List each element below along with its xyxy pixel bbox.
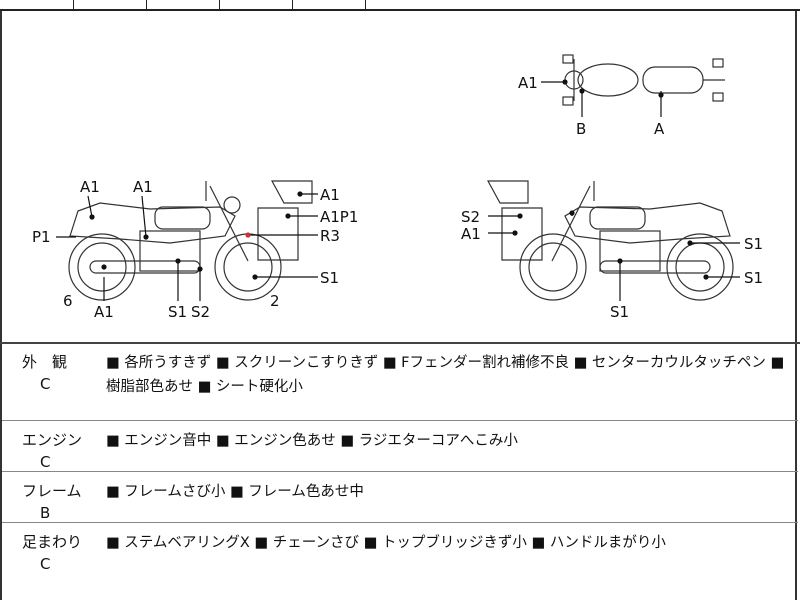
section-notes: ■ エンジン音中 ■ エンジン色あせ ■ ラジエターコアへこみ小 bbox=[106, 433, 518, 449]
damage-label: A1 bbox=[94, 303, 114, 321]
damage-diagram: A1 B A A1 A1 A1 A1P1 P1 R3 6 S1 2 A1 S1 … bbox=[0, 11, 800, 344]
header-cell bbox=[146, 0, 220, 9]
damage-label: B bbox=[576, 120, 586, 138]
header-table-strip bbox=[0, 0, 800, 11]
damage-label: A1 bbox=[461, 225, 481, 243]
damage-label: A bbox=[654, 120, 665, 138]
damage-label: S1 bbox=[744, 235, 763, 253]
right-view-leaders bbox=[488, 210, 740, 301]
top-view-leaders bbox=[541, 79, 664, 117]
section-category: フレーム bbox=[22, 482, 82, 500]
section-category: エンジン bbox=[22, 431, 83, 449]
damage-label: P1 bbox=[32, 228, 51, 246]
section-notes: ■ ステムベアリングX ■ チェーンさび ■ トップブリッジきず小 ■ ハンドル… bbox=[106, 535, 666, 551]
header-cell bbox=[292, 0, 366, 9]
damage-label: A1P1 bbox=[320, 208, 358, 226]
section-grade: C bbox=[40, 375, 51, 393]
damage-label: 6 bbox=[63, 292, 73, 310]
header-cell bbox=[73, 0, 147, 9]
section-category: 足まわり bbox=[22, 533, 83, 551]
section-exterior: 外 観 C ■ 各所うすきず ■ スクリーンこすりきず ■ Fフェンダー割れ補修… bbox=[2, 343, 798, 421]
section-notes: ■ フレームさび小 ■ フレーム色あせ中 bbox=[106, 484, 364, 500]
motorcycle-top-view bbox=[562, 54, 725, 106]
section-suspension: 足まわり C ■ ステムベアリングX ■ チェーンさび ■ トップブリッジきず小… bbox=[2, 523, 798, 600]
sheet-frame bbox=[0, 11, 797, 600]
section-notes: ■ 各所うすきず ■ スクリーンこすりきず ■ Fフェンダー割れ補修不良 ■ セ… bbox=[106, 355, 785, 395]
header-cell bbox=[219, 0, 293, 9]
motorcycle-right-view bbox=[486, 180, 734, 301]
damage-label: R3 bbox=[320, 227, 340, 245]
damage-label: S2 bbox=[461, 208, 480, 226]
left-view-leaders bbox=[56, 191, 318, 301]
section-grade: C bbox=[40, 453, 51, 471]
damage-label: A1 bbox=[80, 178, 100, 196]
damage-label: 2 bbox=[270, 292, 280, 310]
section-category: 外 観 bbox=[22, 353, 68, 371]
damage-label: S1 bbox=[610, 303, 629, 321]
header-cell bbox=[0, 0, 74, 9]
section-grade: B bbox=[40, 504, 51, 522]
damage-label: S1 bbox=[744, 269, 763, 287]
damage-label: A1 bbox=[518, 74, 538, 92]
damage-label: S1 bbox=[320, 269, 339, 287]
section-grade: C bbox=[40, 555, 51, 573]
damage-label: A1 bbox=[133, 178, 153, 196]
damage-label: A1 bbox=[320, 186, 340, 204]
section-engine: エンジン C ■ エンジン音中 ■ エンジン色あせ ■ ラジエターコアへこみ小 bbox=[2, 421, 798, 472]
damage-label: S1 bbox=[168, 303, 187, 321]
motorcycle-left-view bbox=[68, 180, 313, 301]
section-frame: フレーム B ■ フレームさび小 ■ フレーム色あせ中 bbox=[2, 472, 798, 523]
damage-label: S2 bbox=[191, 303, 210, 321]
